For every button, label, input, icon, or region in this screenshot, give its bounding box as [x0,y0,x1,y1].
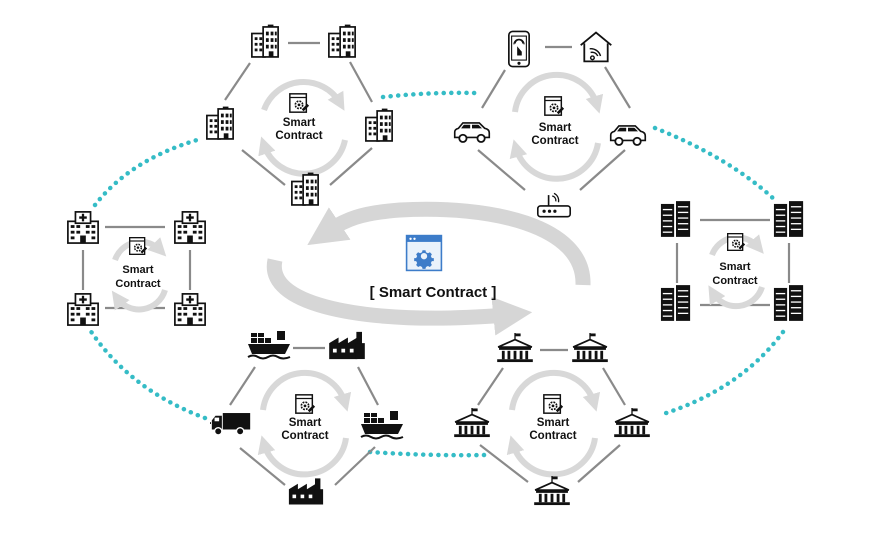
server-rack-icon [773,200,804,238]
central-smart-contract-label: [ Smart Contract ] [370,284,497,301]
factory-icon [288,478,324,505]
smart-contract-icon [295,394,316,414]
factory-icon [329,331,365,360]
link-smarthome-datacenter [652,125,778,203]
hospital-icon [173,210,207,244]
smart-contract-icon [289,93,310,113]
cluster-label-smart: Smart [719,261,751,273]
link-hospitals-offices [92,137,200,208]
cluster-logistics: Smart Contract [210,330,404,505]
government-building-icon [496,333,534,363]
government-building-icon [571,333,609,363]
government-building-icon [533,476,571,506]
cluster-label-smart: Smart [539,122,572,134]
office-building-icon [365,108,393,142]
central-smart-contract: [ Smart Contract ] [370,234,497,301]
cluster-smart-home-iot: Smart Contract [453,30,647,218]
connected-car-icon [609,124,647,147]
smart-contract-icon [726,232,746,252]
cluster-office-buildings: Smart Contract [206,24,393,206]
hospital-icon [66,292,100,326]
cargo-ship-icon [247,330,291,360]
central-rotation-arrows [266,201,591,336]
cluster-label-contract: Contract [115,278,161,290]
cluster-label-smart: Smart [289,417,322,429]
cluster-label-contract: Contract [275,130,322,142]
cluster-label-smart: Smart [122,264,154,276]
office-building-icon [206,106,234,140]
hospital-icon [173,292,207,326]
office-building-icon [328,24,356,58]
smart-home-icon [579,31,613,63]
lower-rotation-arrow [266,258,533,336]
link-offices-smarthome [380,90,479,100]
upper-rotation-arrow [307,201,591,286]
server-rack-icon [660,284,691,322]
government-building-icon [613,408,651,438]
inter-cluster-links [87,90,786,458]
cluster-label-smart: Smart [283,117,316,129]
link-datacenter-government [657,329,786,418]
delivery-truck-icon [210,412,252,436]
smartphone-icon [507,30,531,68]
smart-contract-gear-icon [405,234,443,272]
server-rack-icon [660,200,691,238]
cargo-ship-icon [360,410,404,440]
cluster-label-contract: Contract [712,275,758,287]
cluster-label-contract: Contract [281,430,328,442]
cluster-label-smart: Smart [537,417,570,429]
cluster-data-centers: Smart Contract [660,200,804,322]
cluster-label-contract: Contract [531,135,578,147]
smart-contract-icon [544,96,565,116]
link-government-logistics [367,449,490,458]
office-building-icon [251,24,279,58]
server-rack-icon [773,284,804,322]
office-building-icon [291,172,319,206]
smart-contract-icon [543,394,564,414]
electric-car-icon [453,121,491,144]
government-building-icon [453,408,491,438]
hospital-icon [66,210,100,244]
cluster-hospitals: Smart Contract [66,210,207,326]
cluster-government: Smart Contract [453,333,651,506]
smart-contract-icon [128,236,148,256]
link-logistics-hospitals [87,327,208,421]
router-icon [536,192,572,218]
cluster-label-contract: Contract [529,430,576,442]
